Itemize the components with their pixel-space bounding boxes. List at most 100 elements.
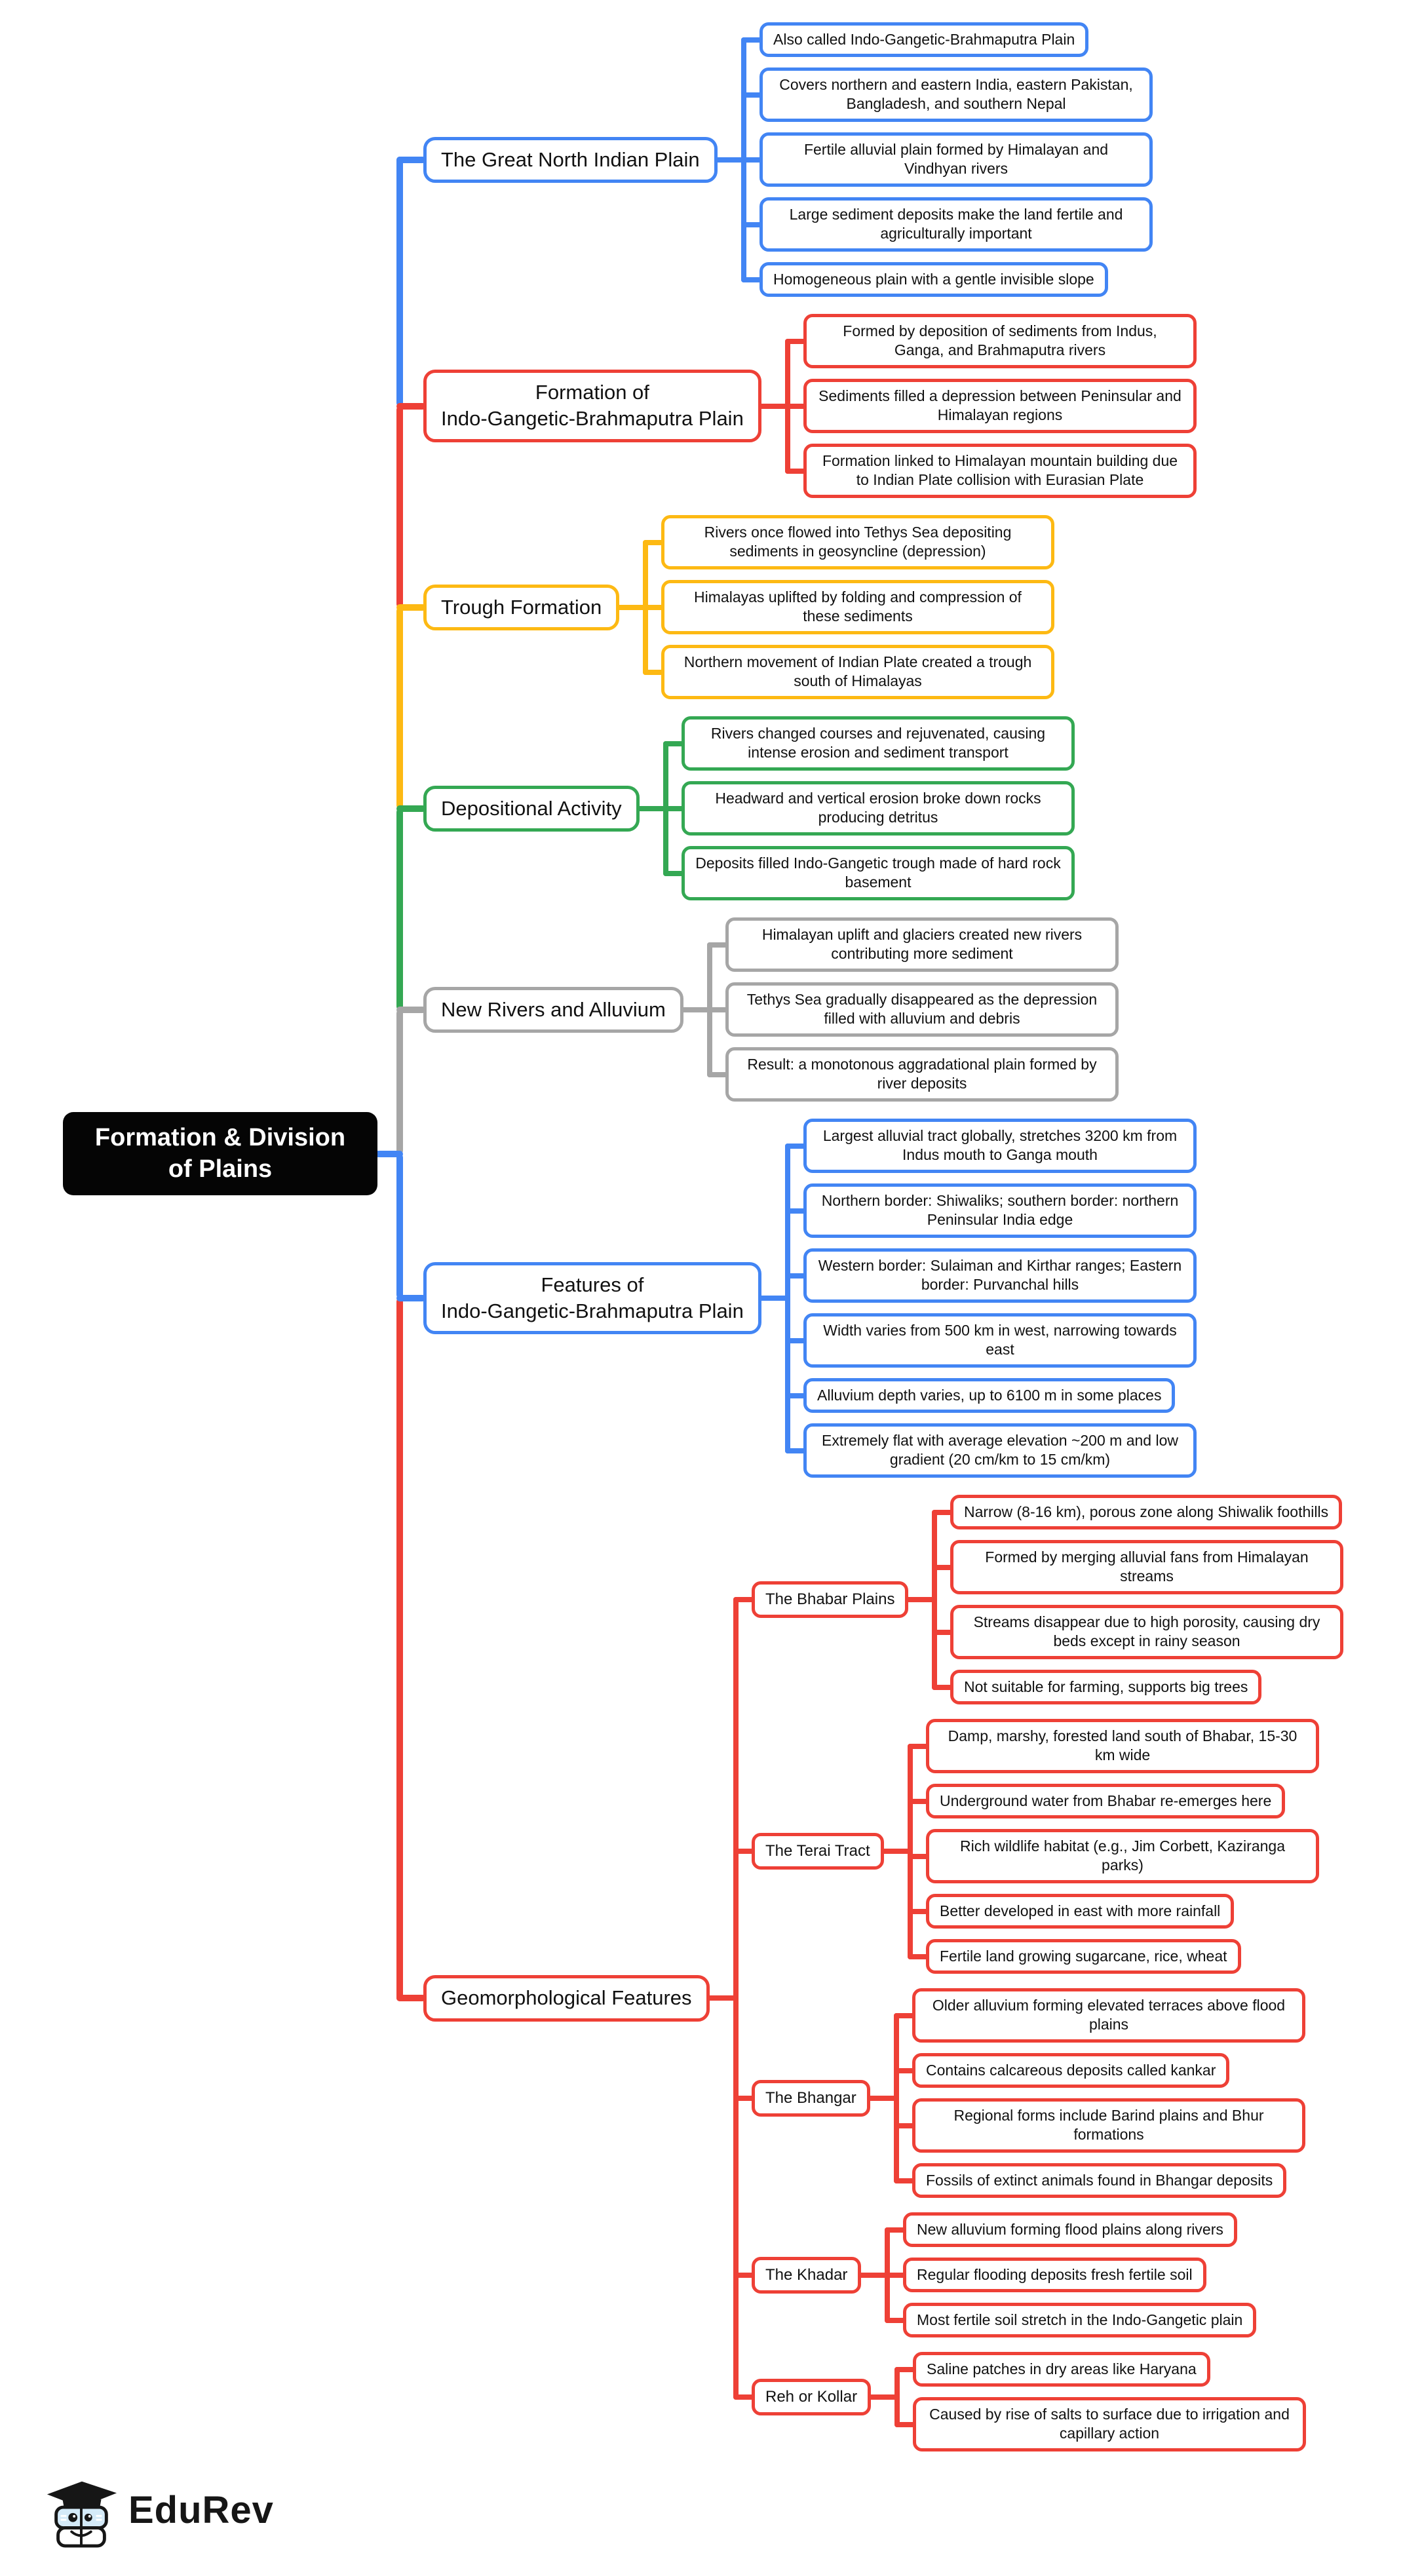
connector-line — [396, 406, 403, 607]
leaf-node: Himalayan uplift and glaciers created ne… — [725, 917, 1119, 972]
connector-line — [396, 156, 403, 406]
branch-node-great-north-indian-plain: The Great North Indian Plain — [423, 136, 718, 183]
connector-line — [885, 2272, 906, 2278]
connector-line — [741, 277, 762, 282]
connector-line — [908, 1743, 929, 1749]
connector-line — [396, 1995, 426, 2002]
edurev-logo: EduRev — [42, 2471, 274, 2548]
sub-node-terai-tract: The Terai Tract — [752, 1833, 884, 1870]
leaf-node: Damp, marshy, forested land south of Bha… — [926, 1719, 1319, 1773]
connector-line — [785, 403, 806, 409]
connector-line — [733, 1849, 754, 1854]
connector-line — [741, 37, 762, 43]
connector-line — [885, 2227, 906, 2233]
leaf-node: Formation linked to Himalayan mountain b… — [803, 444, 1197, 498]
connector-line — [396, 402, 426, 410]
sub-node-bhangar: The Bhangar — [752, 2079, 870, 2117]
leaf-node: Headward and vertical erosion broke down… — [682, 781, 1075, 836]
connector-line — [396, 607, 403, 809]
leaf-node: Deposits filled Indo-Gangetic trough mad… — [682, 846, 1075, 900]
connector-line — [785, 1273, 806, 1278]
branch-node-formation-igb-plain: Formation of Indo-Gangetic-Brahmaputra P… — [423, 370, 761, 442]
connector-line — [396, 1298, 403, 2002]
leaf-node: Himalayas uplifted by folding and compre… — [661, 580, 1054, 634]
leaf-node: Tethys Sea gradually disappeared as the … — [725, 982, 1119, 1037]
connector-line — [932, 1509, 953, 1515]
connector-line — [932, 1509, 937, 1690]
connector-line — [885, 2317, 906, 2323]
connector-line — [733, 1597, 739, 2400]
connector-line — [715, 157, 746, 163]
connector-line — [785, 1448, 806, 1453]
leaf-node: Covers northern and eastern India, easte… — [759, 67, 1153, 122]
leaf-node: Fertile alluvial plain formed by Himalay… — [759, 132, 1153, 187]
leaf-node: Older alluvium forming elevated terraces… — [912, 1988, 1305, 2043]
leaf-node: Fossils of extinct animals found in Bhan… — [912, 2163, 1287, 2199]
leaf-node: Sediments filled a depression between Pe… — [803, 379, 1197, 433]
connector-line — [617, 604, 648, 610]
leaf-node: Streams disappear due to high porosity, … — [950, 1605, 1343, 1659]
leaf-node: New alluvium forming flood plains along … — [903, 2212, 1237, 2248]
connector-line — [741, 221, 762, 227]
connector-line — [906, 1597, 937, 1602]
connector-line — [707, 942, 728, 948]
edurev-mascot-icon — [47, 2481, 117, 2548]
sub-node-bhabar-plains: The Bhabar Plains — [752, 1581, 909, 1618]
connector-line — [733, 2095, 754, 2101]
leaf-node: Rich wildlife habitat (e.g., Jim Corbett… — [926, 1829, 1319, 1883]
leaf-node: Better developed in east with more rainf… — [926, 1894, 1235, 1929]
connector-line — [908, 1798, 929, 1804]
leaf-node: Caused by rise of salts to surface due t… — [913, 2397, 1306, 2451]
connector-line — [396, 1006, 426, 1013]
connector-line — [894, 2366, 900, 2427]
leaf-node: Contains calcareous deposits called kank… — [912, 2053, 1230, 2088]
branch-node-features-igb-plain: Features of Indo-Gangetic-Brahmaputra Pl… — [423, 1261, 761, 1335]
connector-line — [396, 156, 426, 163]
leaf-node: Most fertile soil stretch in the Indo-Ga… — [903, 2303, 1257, 2338]
leaf-node: Largest alluvial tract globally, stretch… — [803, 1119, 1197, 1173]
connector-line — [785, 1143, 806, 1149]
connector-line — [908, 1853, 929, 1859]
leaf-node: Rivers changed courses and rejuvenated, … — [682, 716, 1075, 771]
connector-line — [785, 468, 806, 474]
connector-line — [741, 157, 762, 163]
connector-line — [894, 2123, 915, 2128]
connector-line — [785, 1337, 806, 1343]
connector-line — [681, 1007, 712, 1012]
leaf-node: Large sediment deposits make the land fe… — [759, 197, 1153, 252]
connector-line — [894, 2012, 915, 2018]
branch-node-trough-formation: Trough Formation — [423, 584, 620, 630]
connector-line — [663, 805, 684, 811]
leaf-node: Result: a monotonous aggradational plain… — [725, 1047, 1119, 1102]
connector-line — [894, 2178, 915, 2183]
connector-line — [396, 1153, 403, 1298]
connector-line — [908, 1953, 929, 1959]
leaf-node: Not suitable for farming, supports big t… — [950, 1670, 1262, 1705]
connector-line — [785, 338, 806, 344]
sub-node-reh-or-kollar: Reh or Kollar — [752, 2378, 872, 2415]
leaf-node: Extremely flat with average elevation ~2… — [803, 1423, 1197, 1478]
leaf-node: Underground water from Bhabar re-emerges… — [926, 1784, 1286, 1819]
leaf-node: Narrow (8-16 km), porous zone along Shiw… — [950, 1495, 1343, 1530]
leaf-node: Also called Indo-Gangetic-Brahmaputra Pl… — [759, 22, 1089, 58]
connector-line — [785, 1143, 790, 1453]
leaf-node: Regional forms include Barind plains and… — [912, 2098, 1305, 2153]
leaf-node: Saline patches in dry areas like Haryana — [913, 2352, 1210, 2387]
connector-line — [663, 740, 684, 746]
connector-line — [707, 1995, 739, 2001]
connector-line — [785, 1208, 806, 1214]
leaf-node: Regular flooding deposits fresh fertile … — [903, 2258, 1206, 2293]
connector-line — [894, 2067, 915, 2073]
connector-line — [707, 1071, 728, 1077]
leaf-node: Northern border: Shiwaliks; southern bor… — [803, 1183, 1197, 1238]
leaf-node: Western border: Sulaiman and Kirthar ran… — [803, 1248, 1197, 1303]
branch-node-new-rivers-and-alluvium: New Rivers and Alluvium — [423, 986, 683, 1033]
connector-line — [637, 805, 668, 811]
connector-line — [375, 1150, 403, 1157]
connector-line — [881, 1849, 913, 1854]
connector-line — [868, 2095, 899, 2101]
edurev-wordmark: EduRev — [128, 2488, 274, 2531]
sub-node-khadar: The Khadar — [752, 2256, 862, 2294]
connector-line — [733, 1597, 754, 1602]
